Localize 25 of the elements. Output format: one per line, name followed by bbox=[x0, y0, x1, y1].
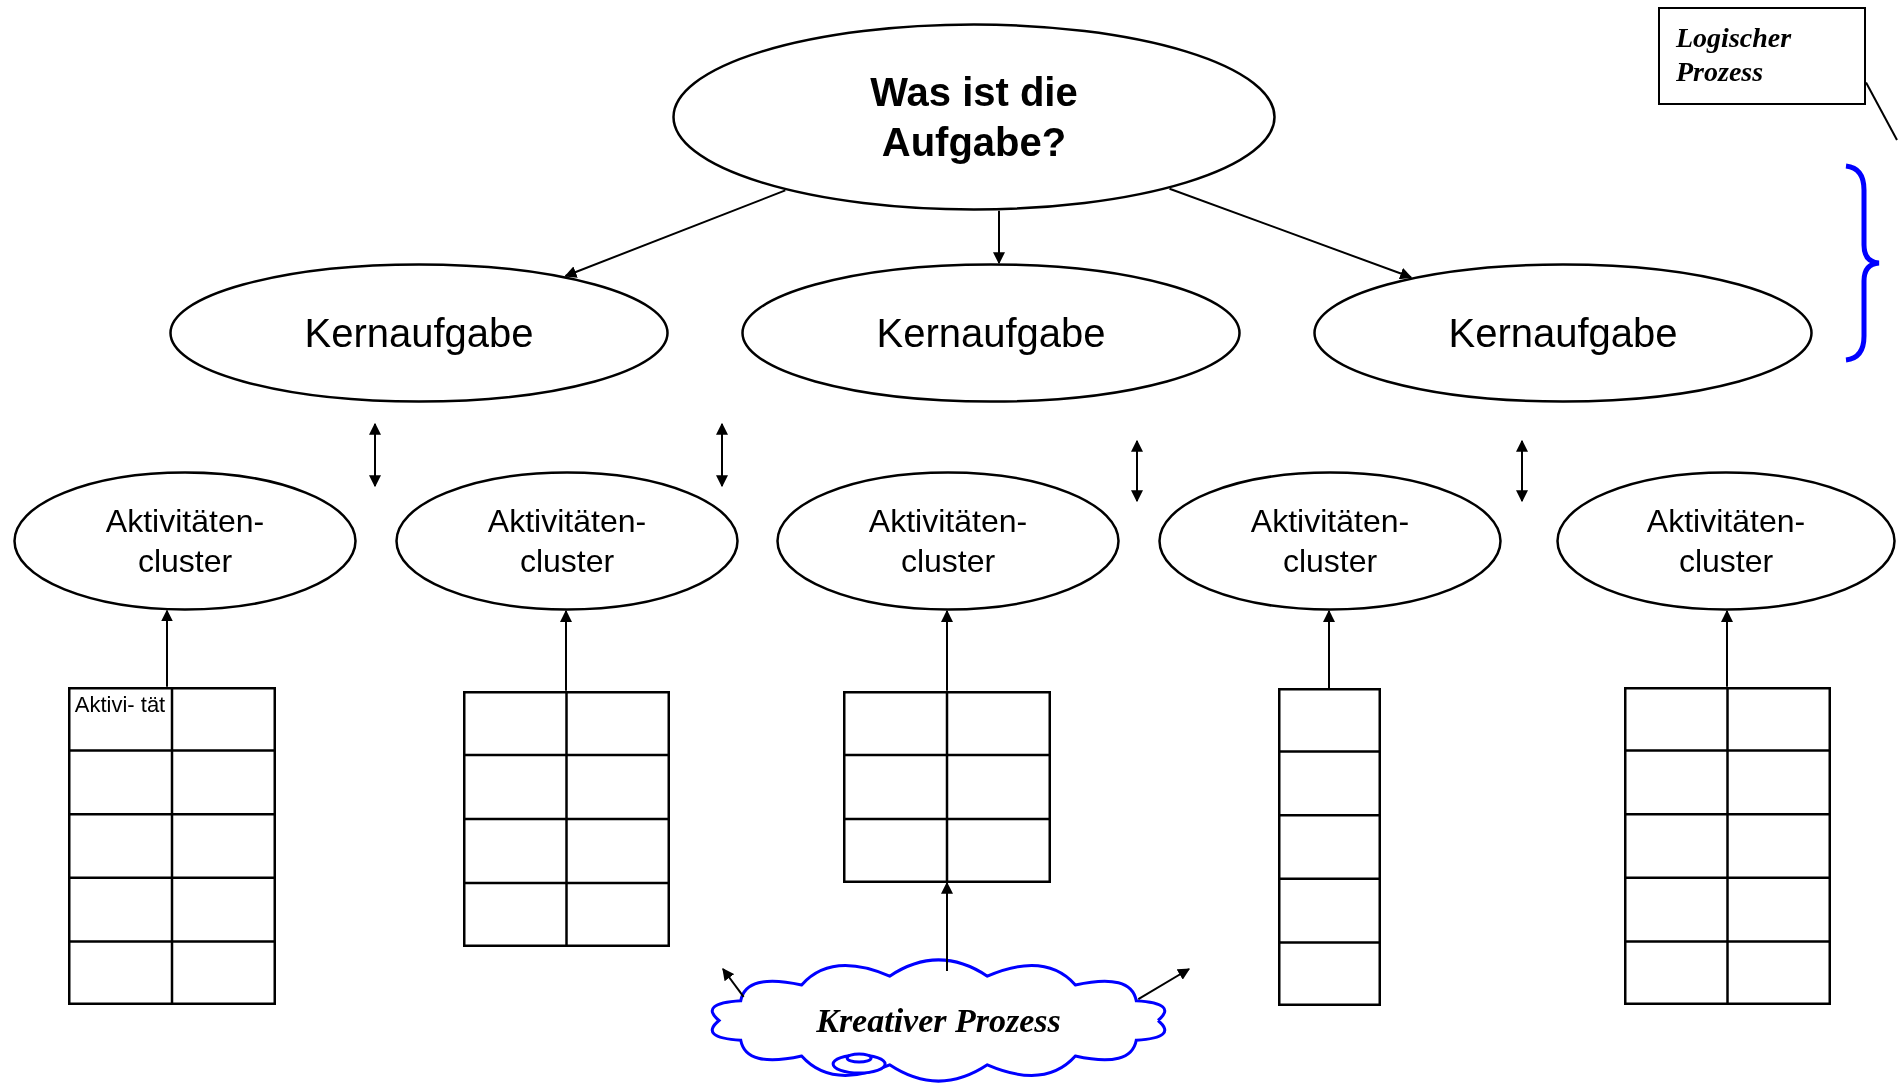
arrow bbox=[722, 968, 745, 998]
node-label: Aktivitäten- cluster bbox=[1249, 502, 1411, 581]
node-label: Aktivitäten- cluster bbox=[867, 502, 1029, 581]
arrow bbox=[993, 209, 1005, 265]
node-label: Kernaufgabe bbox=[876, 310, 1106, 357]
connector-line bbox=[1865, 81, 1898, 141]
arrow bbox=[1721, 609, 1733, 688]
arrow bbox=[1323, 609, 1335, 689]
question-text: Was ist die Aufgabe? bbox=[869, 69, 1079, 166]
arrow bbox=[560, 609, 572, 692]
cloud-label: Kreativer Prozess bbox=[816, 1001, 1061, 1041]
arrow bbox=[564, 189, 787, 278]
cell-text: Aktivi- tät bbox=[73, 693, 167, 718]
arrow bbox=[1137, 968, 1191, 1001]
arrow bbox=[161, 609, 173, 688]
node-label: Kernaufgabe bbox=[304, 310, 534, 357]
node-label: Aktivitäten- cluster bbox=[486, 502, 648, 581]
arrow bbox=[1168, 187, 1413, 280]
box-label: Logischer Prozess bbox=[1676, 21, 1793, 89]
node-label: Aktivitäten- cluster bbox=[1645, 502, 1807, 581]
arrow bbox=[941, 881, 953, 972]
node-label: Aktivitäten- cluster bbox=[104, 502, 266, 581]
label-box bbox=[1658, 7, 1866, 105]
node-label: Kernaufgabe bbox=[1448, 310, 1678, 357]
arrow bbox=[941, 609, 953, 692]
